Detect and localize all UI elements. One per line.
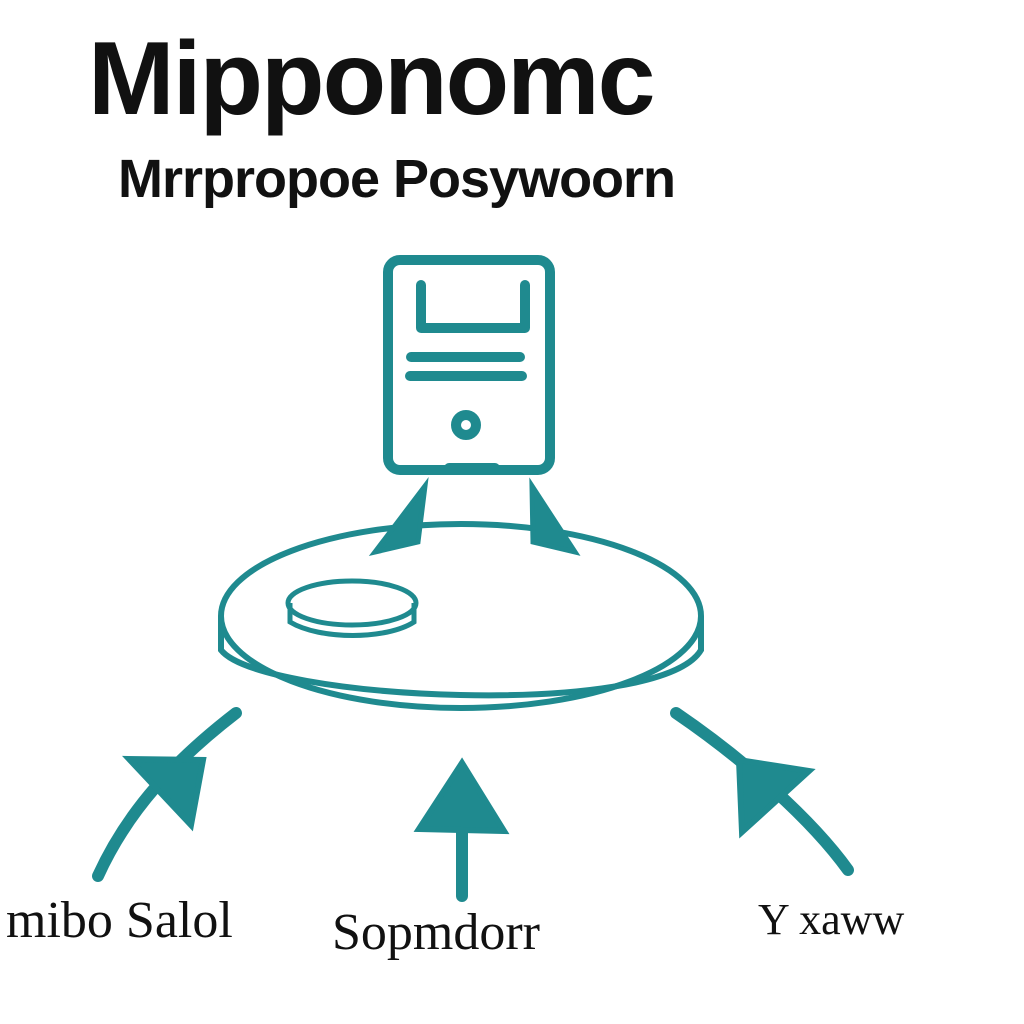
- left-arrow-icon: [92, 707, 242, 882]
- diagram-title: Mipponomc: [88, 21, 655, 137]
- connector-arrows-top: [368, 477, 581, 557]
- right-label: Y xaww: [758, 895, 905, 944]
- computer-tower-icon: [383, 255, 555, 475]
- disc-puck-icon: [285, 578, 419, 638]
- right-arrow-icon: [670, 707, 854, 876]
- center-arrow-icon: [413, 757, 510, 902]
- left-label: mibo Salol: [6, 892, 233, 949]
- round-platform-icon: [218, 521, 704, 711]
- center-label: Sopmdorr: [332, 904, 540, 961]
- diagram-subtitle: Mrrpropoe Posywoorn: [118, 149, 676, 209]
